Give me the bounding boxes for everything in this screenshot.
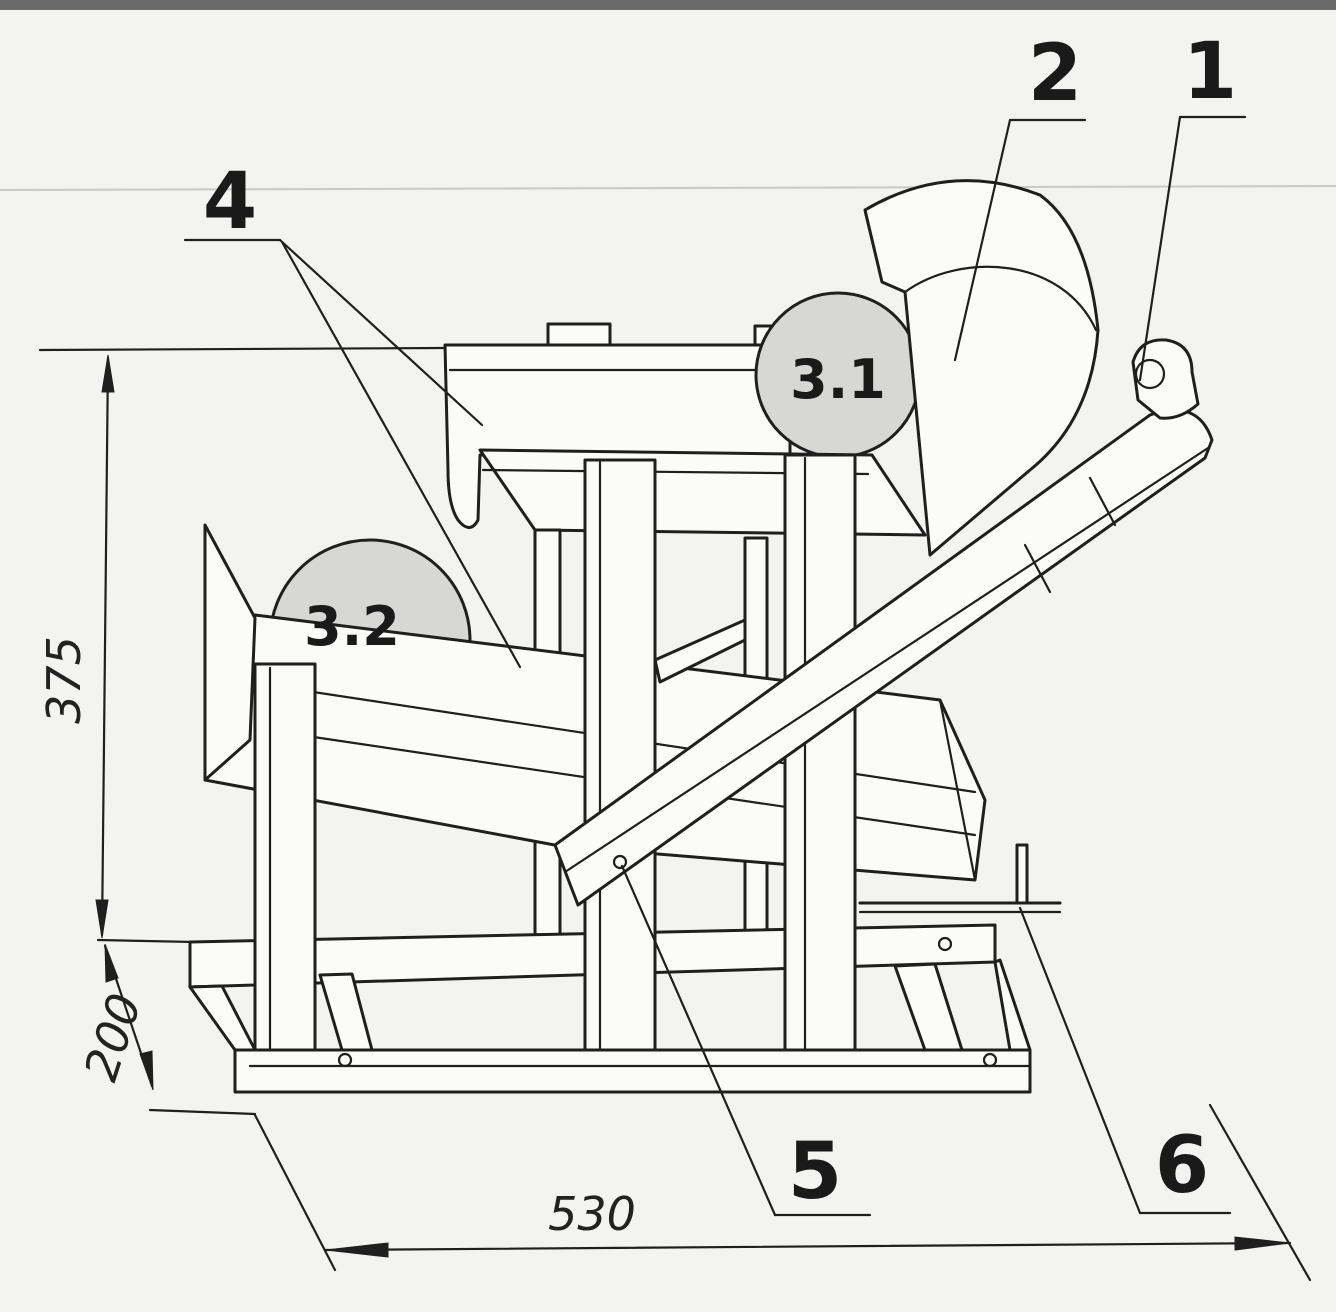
drum: [863, 179, 1100, 557]
leader-4-upper: [278, 238, 484, 427]
dimension-height: 375: [37, 346, 447, 944]
dimension-height-arrow-top: [101, 354, 115, 393]
post-center: [583, 458, 657, 1054]
leader-4: 4: [183, 157, 522, 669]
post-right: [783, 453, 857, 1057]
dimension-width-arrow-left: [325, 1242, 389, 1258]
dimension-depth-arrow-bottom: [139, 1050, 154, 1091]
leader-1-line: [1138, 115, 1182, 382]
base-front-rail-group: [233, 1048, 1032, 1094]
leader-6-line: [1018, 906, 1142, 1215]
drum-front-face: [903, 265, 1098, 332]
dimension-width: 530: [253, 1103, 1312, 1282]
dimension-height-ext-top: [38, 346, 447, 352]
inclined-bar-hole: [612, 854, 628, 870]
lower-trough-right-end: [938, 698, 977, 882]
label-2: 2: [1028, 29, 1082, 119]
scan-top-edge: [0, 0, 1336, 10]
dimension-width-arrow-right: [1234, 1236, 1291, 1251]
frame-crossbar-plate: [478, 448, 927, 537]
dimension-height-arrow-bottom: [95, 899, 109, 939]
leader-2-line: [953, 118, 1012, 362]
leader-4-lower: [280, 240, 522, 669]
leader-6: 6: [1018, 906, 1232, 1215]
post-left: [253, 662, 317, 1056]
dimension-depth-arrow-top: [104, 943, 119, 983]
dimension-height-ext-bottom: [96, 938, 197, 944]
upper-trough-body: [443, 343, 792, 529]
frame-crossbar: [478, 448, 927, 537]
label-3-2: 3.2: [304, 595, 400, 658]
dimension-width-ext-left: [253, 1113, 337, 1272]
leader-2: 2: [953, 29, 1087, 362]
frame-brace: [653, 618, 747, 684]
rod: [858, 843, 1062, 914]
dimension-depth-ext-bottom: [148, 1108, 257, 1116]
inclined-bar-edge: [563, 446, 1210, 874]
label-3-1: 3.1: [790, 348, 886, 411]
inclined-bar-mark-upper: [1088, 476, 1117, 527]
dimension-width-line: [323, 1241, 1292, 1252]
drum-body: [863, 179, 1100, 557]
base-front-rail-hole-right: [982, 1052, 998, 1068]
inclined-bar-mark-lower: [1023, 543, 1052, 594]
base-front-rail: [233, 1048, 1032, 1094]
label-6: 6: [1155, 1121, 1209, 1211]
upper-trough: [443, 322, 793, 529]
label-5: 5: [788, 1127, 842, 1217]
drum-left-edge: [863, 210, 884, 284]
base-front-rail-hole-left: [337, 1052, 353, 1068]
dimension-height-line: [100, 356, 110, 937]
dimension-width-value: 530: [548, 1187, 636, 1241]
leader-5: 5: [620, 864, 872, 1217]
leader-5-line: [620, 864, 777, 1217]
dimension-width-ext-right: [1208, 1103, 1312, 1282]
dimension-height-value: 375: [37, 636, 91, 724]
front-posts: [253, 453, 857, 1057]
upper-trough-tab-left: [546, 322, 612, 348]
small-cylinder: [1131, 338, 1200, 420]
label-1: 1: [1183, 27, 1237, 117]
base-back-rail-hole: [937, 936, 953, 952]
lower-trough-end-plate: [203, 523, 257, 782]
paper-fold-line: [0, 185, 1336, 191]
label-4: 4: [203, 157, 257, 247]
small-cylinder-end: [1134, 358, 1166, 390]
rod-stub: [1015, 843, 1029, 905]
leader-1: 1: [1138, 27, 1247, 382]
